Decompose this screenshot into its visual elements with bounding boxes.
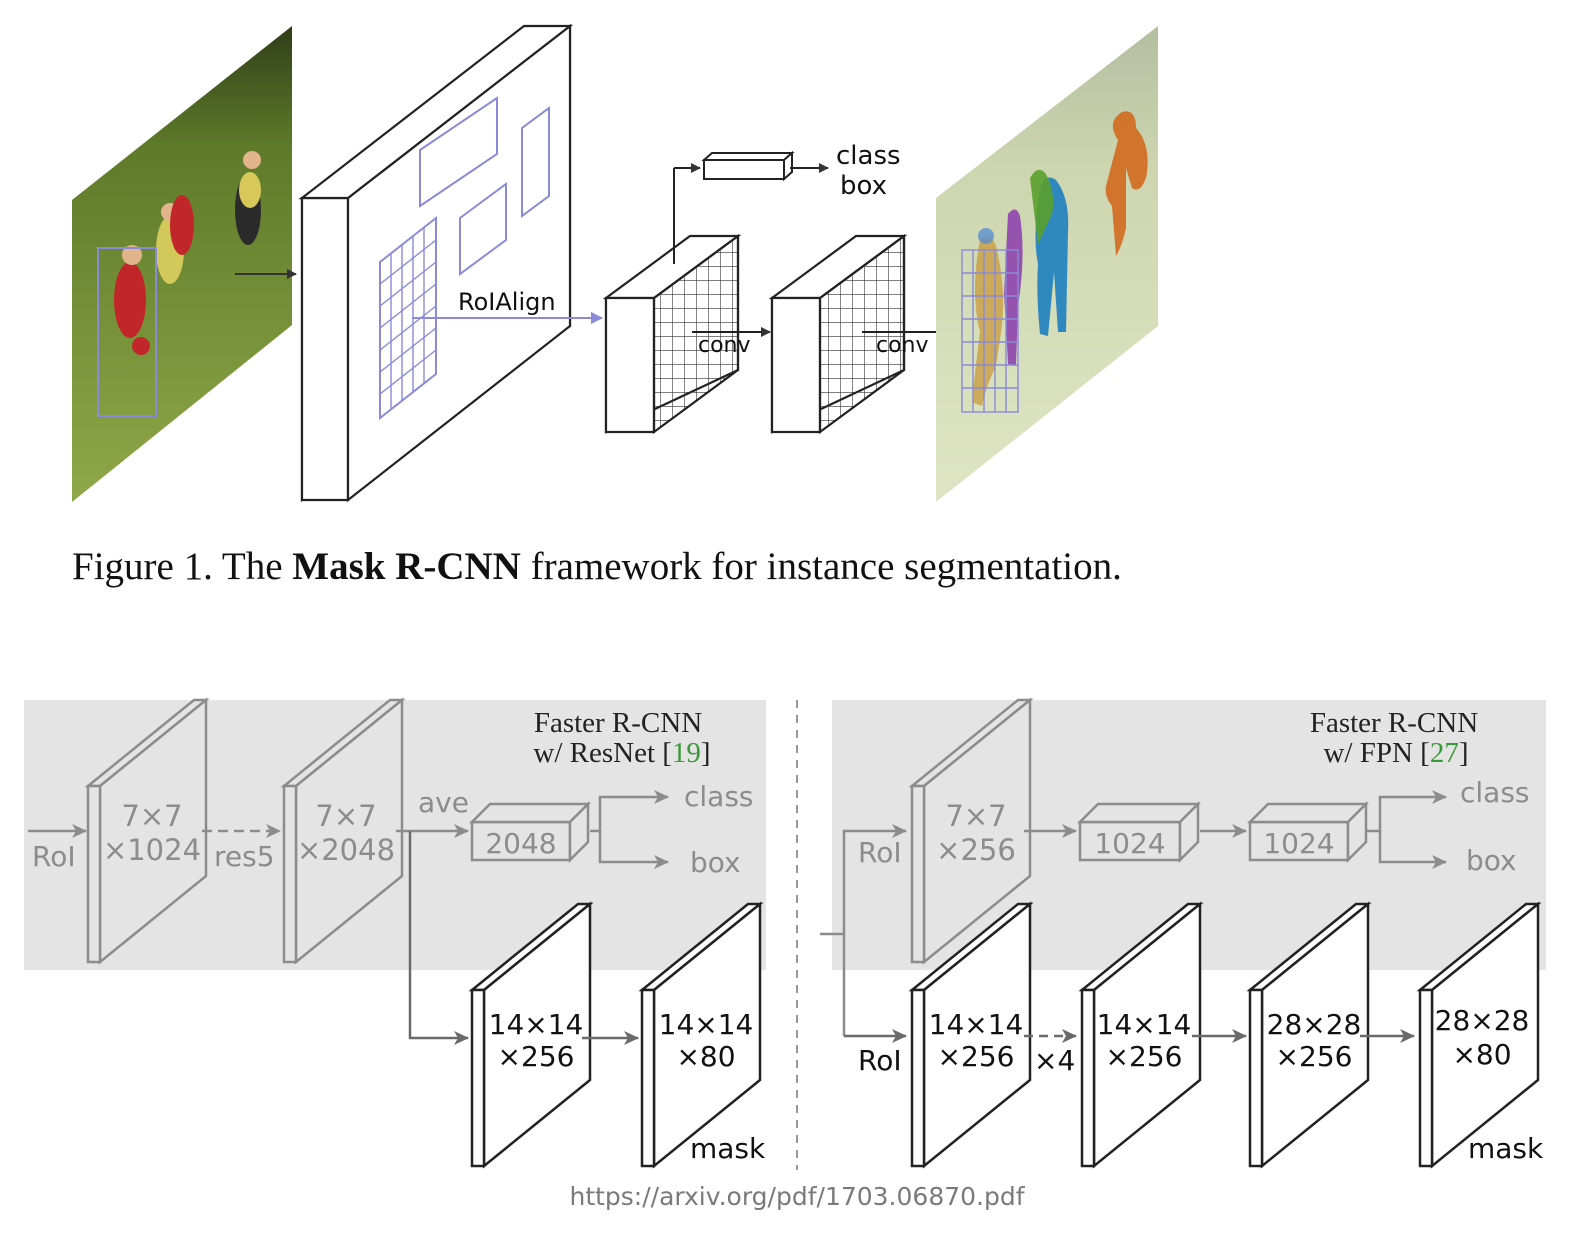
output-image [936,26,1158,502]
head-resnet: Faster R-CNN w/ ResNet [19] RoI 7×7 ×102… [24,697,766,1169]
fpn-m1-dim-1: 14×14 [929,1008,1024,1041]
box-label: box [840,171,887,201]
source-url[interactable]: https://arxiv.org/pdf/1703.06870.pdf [569,1182,1025,1211]
plane1-dim-2: ×1024 [103,833,201,867]
mask-plane-14x14x80 [638,901,764,1169]
fc-1024-label-2: 1024 [1263,827,1334,860]
roi-label-resnet: RoI [32,840,76,873]
class-label-resnet: class [684,780,754,813]
fpn-m4-dim-2: ×80 [1452,1038,1511,1071]
class-label-fpn: class [1460,776,1530,809]
head-fpn: Faster R-CNN w/ FPN [27] RoI 7×7 ×256 10… [820,697,1546,1169]
mask2-dim-2: ×80 [676,1040,735,1073]
x4-label: ×4 [1034,1044,1075,1077]
fpn-m3-dim-2: ×256 [1276,1040,1353,1073]
box-label-resnet: box [690,846,741,879]
roialign-label: RoIAlign [458,288,556,316]
fc-2048-box [468,800,592,864]
fpn-plane-7x7x256 [908,697,1034,965]
plane-7x7x1024 [84,697,210,965]
plane-7x7x2048 [280,697,406,965]
figure-caption: Figure 1. The Mask R-CNN framework for i… [72,544,1372,589]
class-label: class [836,141,901,171]
resnet-citation: 19 [672,737,701,769]
caption-prefix: Figure 1. The [72,545,293,588]
roi-label-fpn-top: RoI [858,836,902,869]
plane2-dim-2: ×2048 [297,833,395,867]
mask2-dim-1: 14×14 [659,1008,754,1041]
roi-feature-cube-1 [602,233,742,435]
box-label-fpn: box [1466,844,1517,877]
fc-1024-label-1: 1024 [1094,827,1165,860]
ave-label: ave [418,786,469,819]
fpn-mask-plane-4 [1416,901,1542,1169]
fpn-mask-plane-1 [908,901,1034,1169]
mask-label-fpn: mask [1468,1132,1544,1165]
fpn-m2-dim-2: ×256 [1106,1040,1183,1073]
input-image [72,26,297,502]
conv-label-2: conv [876,333,929,358]
fpn-plane-dim-1: 7×7 [945,799,1006,833]
fpn-m3-dim-1: 28×28 [1267,1008,1362,1041]
fc-1024-box-1 [1076,800,1202,864]
fpn-m4-dim-1: 28×28 [1435,1004,1530,1037]
figure1-diagram: RoIAlign class box conv conv [72,23,1158,503]
mask-plane-14x14x256 [468,901,594,1169]
mask1-dim-2: ×256 [498,1040,575,1073]
mask-label-resnet: mask [690,1132,766,1165]
roi-label-fpn-bottom: RoI [858,1044,902,1077]
resnet-title-line2: w/ ResNet [19] [533,737,710,769]
fc-box [701,150,795,182]
fpn-mask-plane-3 [1246,901,1372,1169]
plane1-dim-1: 7×7 [121,799,182,833]
fpn-m2-dim-1: 14×14 [1097,1008,1192,1041]
fc-2048-label: 2048 [485,827,556,860]
fpn-title-line2: w/ FPN [27] [1323,737,1468,769]
caption-model-name: Mask R-CNN [292,545,521,588]
plane2-dim-1: 7×7 [315,799,376,833]
res5-label: res5 [214,840,275,873]
fpn-plane-dim-2: ×256 [936,833,1016,867]
fpn-mask-plane-2 [1078,901,1204,1169]
conv-label-1: conv [698,333,751,358]
roi-feature-cube-2 [768,233,908,435]
fpn-m1-dim-2: ×256 [938,1040,1015,1073]
resnet-title-line1: Faster R-CNN [534,707,702,739]
roi-grid [379,227,437,409]
fpn-citation: 27 [1430,737,1459,769]
mask1-dim-1: 14×14 [489,1008,584,1041]
fpn-title-line1: Faster R-CNN [1310,707,1478,739]
roi-proposals [379,96,550,421]
fc-1024-box-2 [1246,800,1370,864]
caption-suffix: framework for instance segmentation. [520,545,1122,588]
